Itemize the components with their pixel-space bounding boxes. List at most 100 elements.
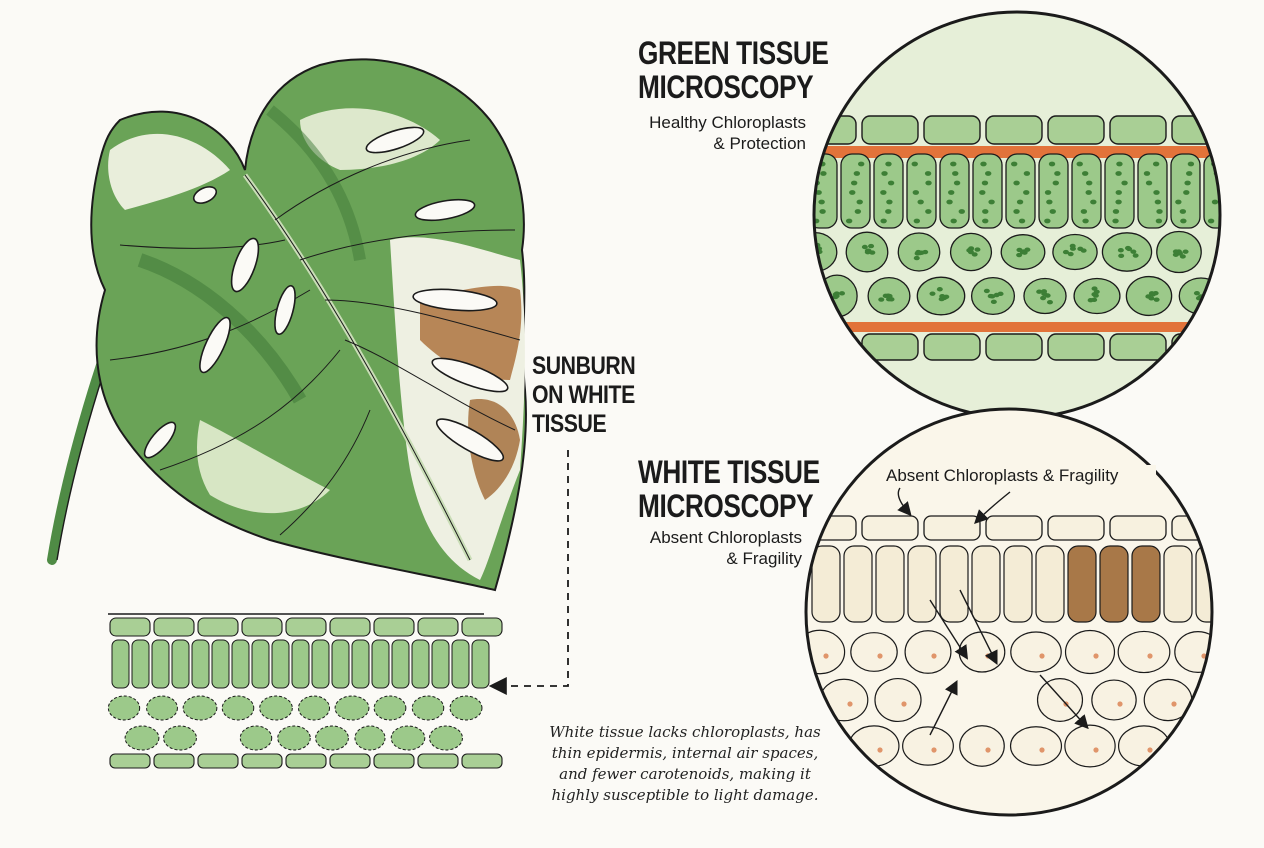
chloroplast [1090, 199, 1097, 205]
epidermis-cell [329, 617, 371, 637]
leaf-cross-section [107, 612, 503, 772]
palisade-cell [875, 545, 905, 623]
epidermis-cell [153, 753, 195, 769]
chloroplast [922, 249, 929, 255]
chloroplast [887, 180, 895, 186]
chloroplast [912, 190, 920, 195]
spongy-cell [1064, 629, 1116, 675]
palisade-cell [231, 639, 250, 689]
chloroplast [952, 171, 959, 176]
plastid-dot [877, 653, 883, 659]
leaf-midrib-outline [244, 174, 471, 561]
chloroplast [950, 218, 957, 224]
green-tissue-subtitle: Healthy Chloroplasts & Protection [618, 112, 806, 154]
chloroplast [924, 171, 932, 176]
epidermis-cell [1047, 515, 1105, 541]
epidermis-cell [373, 617, 415, 637]
chloroplast [1222, 209, 1228, 214]
callout-arrow [974, 491, 1011, 524]
explanation-note: White tissue lacks chloroplasts, has thi… [510, 722, 860, 806]
chloroplast [1112, 209, 1120, 214]
plastid-dot [1093, 747, 1099, 753]
chloroplast [1117, 248, 1124, 253]
epidermis-cell [153, 617, 195, 637]
spongy-cell [1064, 724, 1116, 768]
chloroplast [886, 199, 893, 205]
plastid-dot [877, 747, 883, 753]
chloroplast [885, 209, 892, 214]
sunburn-pointer-line [488, 450, 569, 695]
palisade-cell [191, 639, 210, 689]
palisade-cell [939, 545, 969, 623]
burned-cell [1099, 545, 1129, 623]
epidermis-cell [1234, 116, 1264, 144]
plastid-dot [1171, 701, 1177, 707]
chloroplast [1054, 171, 1061, 176]
spongy-cell [1052, 233, 1098, 271]
spongy-cell [259, 695, 293, 721]
chloroplast [1115, 171, 1122, 176]
chloroplast [966, 248, 973, 253]
spongy-cell [107, 695, 141, 721]
chloroplast [1172, 249, 1179, 254]
plastid-dot [931, 747, 937, 753]
chloroplast [1112, 218, 1119, 224]
epidermis-cell [285, 753, 327, 769]
spongy-cell [1117, 630, 1171, 674]
chloroplast [997, 291, 1004, 297]
palisade-cell [907, 545, 937, 623]
palisade-cell [1137, 153, 1168, 229]
chloroplast [1018, 218, 1026, 224]
chloroplast [1080, 209, 1088, 214]
chloroplast [1148, 291, 1155, 296]
spongy-cell [221, 695, 255, 721]
chloroplast [1115, 199, 1122, 205]
chloroplast [1193, 290, 1200, 296]
palisade-cell [431, 639, 450, 689]
green-streak [137, 253, 307, 404]
chloroplast [818, 199, 825, 205]
chloroplast [958, 209, 965, 214]
chloroplast [1069, 243, 1076, 249]
epidermis-cell [417, 617, 459, 637]
palisade-cell [972, 153, 1003, 229]
spongy-cell [959, 725, 1005, 767]
chloroplast [1186, 171, 1193, 176]
spongy-cell [124, 725, 160, 751]
spongy-cell [239, 725, 273, 751]
chloroplast [936, 287, 943, 292]
palisade-cell [1003, 545, 1033, 623]
chloroplast [1041, 291, 1048, 297]
plastid-dot [1147, 747, 1153, 753]
plastid-dot [931, 653, 937, 659]
palisade-cell [840, 153, 871, 229]
airflow-arrow [959, 589, 998, 666]
epidermis-cell [241, 753, 283, 769]
airflow-arrow [929, 679, 958, 736]
chloroplast [1153, 190, 1160, 195]
spongy-cell [1091, 679, 1137, 721]
epidermis-cell [923, 333, 981, 361]
plastid-dot [1147, 653, 1153, 659]
green-subtitle-line2: & Protection [713, 134, 806, 153]
spongy-cell [806, 629, 846, 675]
spongy-cell [850, 632, 898, 672]
chloroplast [1211, 199, 1219, 205]
white-subtitle-line2: & Fragility [726, 549, 802, 568]
note-line4: highly susceptible to light damage. [551, 786, 819, 804]
chloroplast [1121, 180, 1128, 186]
palisade-cell [471, 639, 490, 689]
white-variegation-patch [197, 420, 330, 514]
green-streak [266, 105, 366, 261]
plastid-dot [985, 653, 991, 659]
chloroplast [950, 161, 957, 167]
chloroplast [833, 291, 840, 296]
epidermis-cell [923, 115, 981, 145]
note-line3: and fewer carotenoids, making it [559, 765, 811, 783]
chloroplast [1153, 297, 1160, 302]
palisade-cell [271, 639, 290, 689]
plastid-dot [1201, 653, 1207, 659]
chloroplast [886, 293, 893, 299]
white-title-line1: WHITE TISSUE [638, 454, 820, 490]
chloroplast [1048, 161, 1056, 167]
